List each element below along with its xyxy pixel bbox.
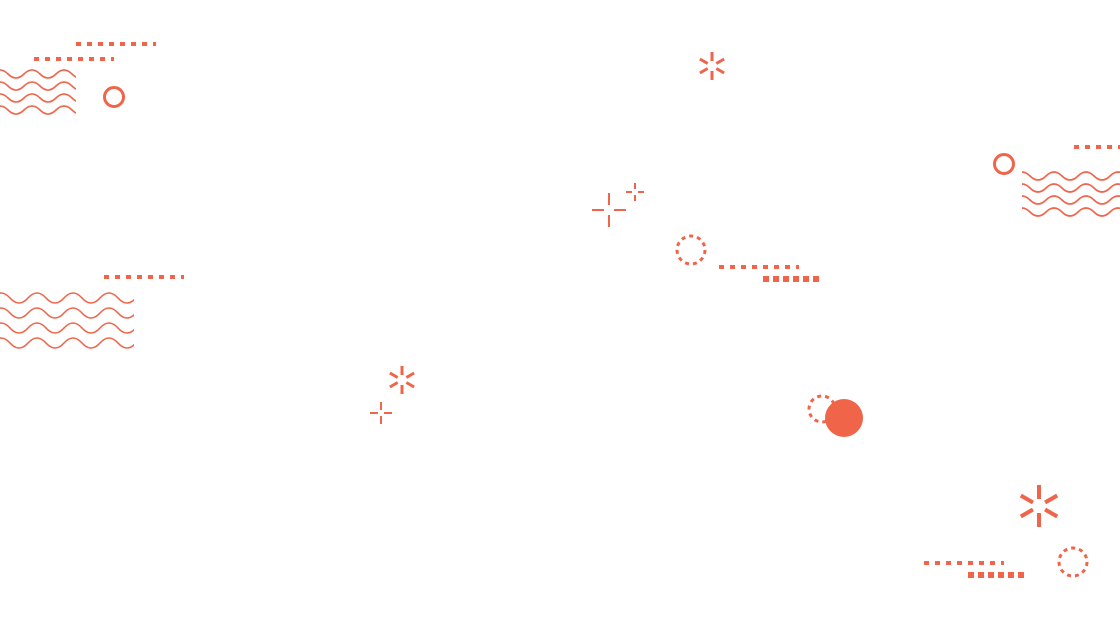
sparkle-ray	[1044, 493, 1059, 505]
sparkle-icon	[389, 366, 415, 394]
crosshair-sparkle-icon	[370, 402, 392, 424]
dotted-ring-icon	[1057, 546, 1089, 578]
wave-pattern-icon	[1022, 171, 1120, 217]
wave-line	[0, 69, 76, 79]
wave-line	[0, 307, 134, 319]
sparkle-ray	[1019, 493, 1034, 505]
ring-icon	[993, 153, 1015, 175]
crosshair-sparkle-icon	[592, 193, 626, 227]
ring-icon	[103, 86, 125, 108]
sparkle-ray	[699, 57, 709, 65]
sparkle-icon	[699, 52, 725, 80]
wave-line	[1022, 171, 1120, 181]
wave-line	[0, 105, 76, 115]
filled-circle-icon	[825, 399, 863, 437]
crosshair-sparkle-icon	[626, 183, 644, 201]
wave-line	[1022, 183, 1120, 193]
wave-line	[0, 93, 76, 103]
sparkle-ray	[699, 67, 709, 75]
dotted-ring-icon	[675, 234, 707, 266]
wave-line	[0, 322, 134, 334]
wave-line	[0, 292, 134, 304]
sparkle-ray	[405, 371, 415, 379]
wave-line	[1022, 207, 1120, 217]
wave-line	[0, 337, 134, 349]
sparkle-ray	[715, 57, 725, 65]
wave-line	[1022, 195, 1120, 205]
top-right-cluster	[993, 145, 1120, 217]
wave-pattern-icon	[0, 69, 76, 115]
sparkle-icon	[1019, 485, 1059, 527]
bottom-right-cluster	[924, 485, 1089, 578]
sparkle-ray	[1019, 507, 1034, 519]
wave-line	[0, 81, 76, 91]
sparkle-ray	[715, 67, 725, 75]
sparkle-ray	[1044, 507, 1059, 519]
sparkle-ray	[389, 371, 399, 379]
wave-pattern-icon	[0, 292, 134, 349]
top-left-cluster	[0, 42, 156, 115]
sparkle-ray	[389, 381, 399, 389]
sparkle-ray	[405, 381, 415, 389]
middle-left-cluster	[0, 275, 184, 349]
